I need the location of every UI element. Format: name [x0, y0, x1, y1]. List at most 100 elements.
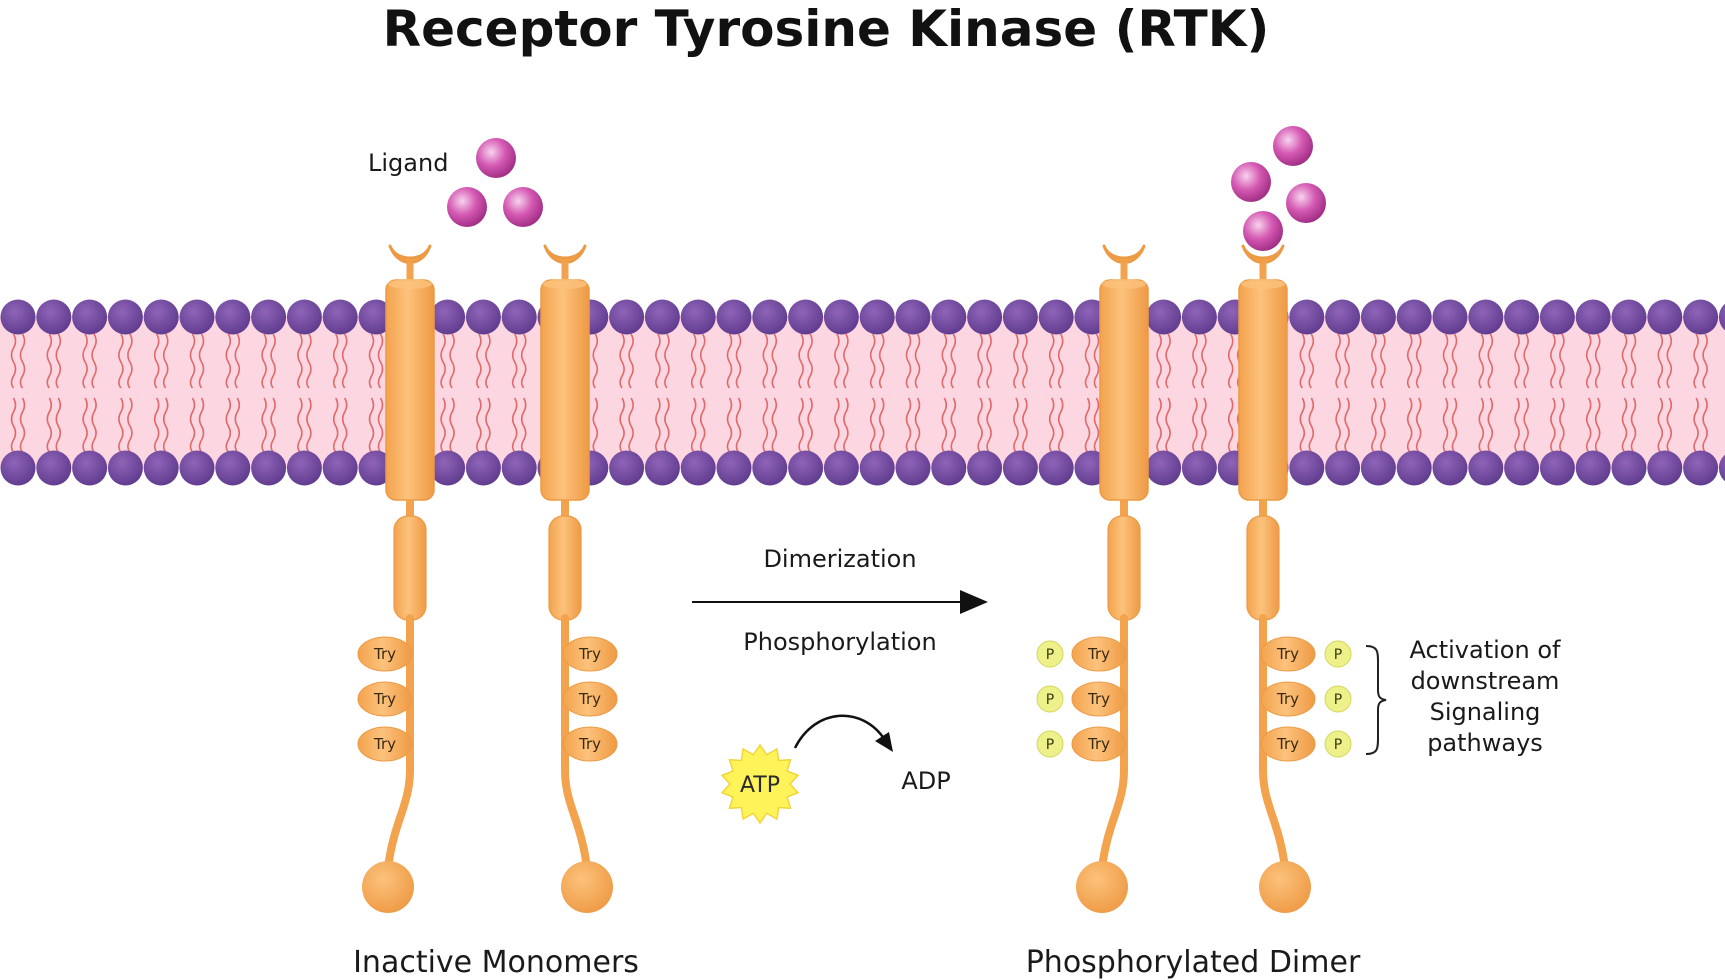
lipid-tail [1335, 333, 1341, 389]
lipid-tail [261, 333, 267, 389]
lipid-head [609, 450, 645, 486]
receptor-connector [1259, 500, 1267, 520]
lipid-tail [225, 333, 232, 389]
lipid-tail [10, 333, 17, 389]
lipid-head [107, 450, 143, 486]
lipid-tail [485, 333, 491, 389]
tyrosine-label: Try [1276, 690, 1299, 708]
phosphate-group [1324, 685, 1352, 713]
tyrosine-domain [562, 636, 618, 672]
lipid-tail [1084, 397, 1091, 453]
phosphate-label: P [1046, 647, 1054, 663]
tail-knob [362, 861, 414, 913]
lipid-tail [82, 333, 88, 389]
lipid-tail [834, 397, 840, 453]
lipid-heads-inner [0, 450, 1725, 486]
lipid-tail [1156, 397, 1162, 453]
cytoplasmic-tail [384, 614, 414, 872]
lipid-tail [449, 333, 455, 389]
activation-line-2: downstream [1411, 667, 1560, 695]
lipid-head [1146, 450, 1182, 486]
lipid-tail [1344, 397, 1350, 453]
membrane-interior [0, 316, 1725, 468]
lipid-tail [592, 397, 599, 453]
cytoplasmic-tail [561, 614, 591, 872]
lipid-tail [341, 397, 348, 453]
lipid-head [107, 299, 143, 335]
lipid-tail [619, 397, 625, 453]
lipid-head [286, 450, 322, 486]
lipid-tail [1451, 397, 1458, 453]
phosphate-group [1324, 730, 1352, 758]
lipid-tail [1048, 333, 1055, 389]
lipid-tail [198, 333, 205, 389]
lipid-tail [1156, 333, 1162, 389]
lipid-tail [234, 333, 241, 389]
ligand-sphere-icon [1231, 162, 1271, 202]
lipid-tail [332, 333, 339, 389]
tyrosine-domain [562, 726, 618, 762]
lipid-tail [986, 333, 992, 389]
ligand-binding-cup [1102, 244, 1146, 264]
lipid-head [680, 299, 716, 335]
lipid-tail [1630, 397, 1637, 453]
lipid-tail [726, 333, 733, 389]
lipid-head [430, 450, 466, 486]
lipid-tail [1227, 397, 1234, 453]
lipid-tail [91, 333, 97, 389]
receptor-neck [1120, 262, 1128, 286]
lipid-head [1539, 450, 1575, 486]
lipid-tail [511, 397, 518, 453]
lipid-tails [10, 333, 1708, 453]
phosphate-group [1036, 640, 1064, 668]
lipid-tail [798, 397, 804, 453]
lipid-tail [1559, 397, 1565, 453]
lipid-tail [771, 397, 778, 453]
lipid-tail [1559, 333, 1565, 389]
lipid-head [788, 299, 824, 335]
tyrosine-domain [357, 726, 413, 762]
lipid-tail [664, 333, 670, 389]
transmembrane-domain [385, 279, 435, 501]
lipid-head [72, 450, 108, 486]
ligand-binding-cup [543, 244, 587, 264]
lipid-tail [869, 397, 876, 453]
tyrosine-label: Try [1087, 690, 1110, 708]
lipid-tail [664, 397, 670, 453]
lipid-tail [55, 333, 62, 389]
lipid-tail [1702, 333, 1708, 389]
tyrosine-label: Try [578, 735, 601, 753]
receptor-neck [406, 262, 414, 286]
lipid-tail [1308, 333, 1315, 389]
lipid-head [1468, 450, 1504, 486]
tyrosine-label: Try [1276, 735, 1299, 753]
lipid-tail [977, 333, 983, 389]
transmembrane-cap [1102, 279, 1146, 289]
lipid-head [36, 450, 72, 486]
lipid-tail [118, 397, 124, 453]
ligand-sphere-icon [503, 187, 543, 227]
lipid-head [179, 299, 215, 335]
lipid-tail [198, 397, 205, 453]
lipid-head [1360, 450, 1396, 486]
lipid-tail [189, 397, 196, 453]
tyrosine-label: Try [373, 645, 396, 663]
phosphate-label: P [1334, 647, 1342, 663]
cytoplasmic-tail [1259, 614, 1289, 872]
lipid-head [179, 450, 215, 486]
adp-label: ADP [901, 767, 950, 795]
lipid-tail [1550, 333, 1556, 389]
lipid-tail [1344, 333, 1350, 389]
lipid-tail [628, 397, 634, 453]
tyrosine-label: Try [373, 690, 396, 708]
lipid-head [1396, 299, 1432, 335]
transmembrane-cap [388, 279, 432, 289]
activation-label: Activation of downstream Signaling pathw… [1410, 636, 1561, 757]
lipid-head [1038, 299, 1074, 335]
transmembrane-cap [1241, 279, 1285, 289]
lipid-tail [843, 397, 849, 453]
lipid-tail [1093, 333, 1100, 389]
lipid-head [1718, 454, 1725, 482]
